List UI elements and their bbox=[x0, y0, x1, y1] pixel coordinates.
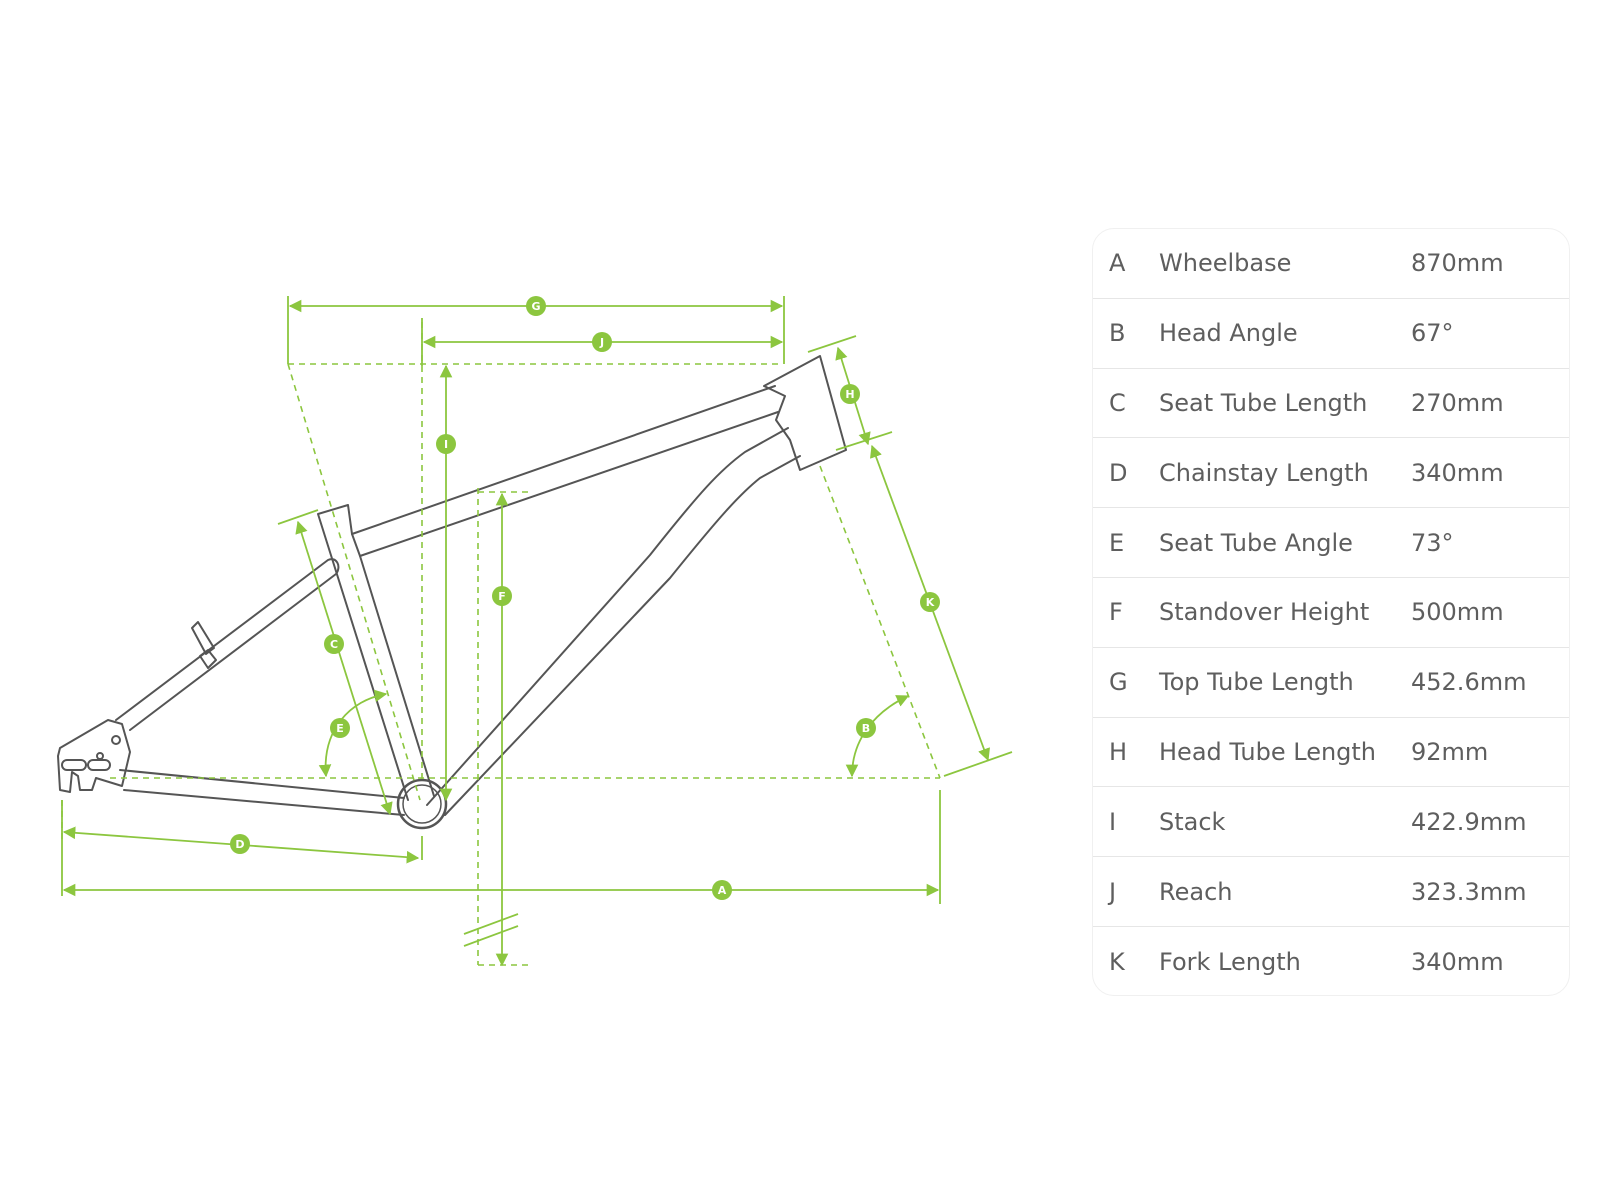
geometry-row-b: B Head Angle 67° bbox=[1093, 299, 1569, 369]
row-value: 73° bbox=[1411, 528, 1454, 557]
marker-c: C bbox=[324, 634, 344, 654]
geometry-row-e: E Seat Tube Angle 73° bbox=[1093, 508, 1569, 578]
row-letter: H bbox=[1109, 737, 1128, 766]
geometry-row-a: A Wheelbase 870mm bbox=[1093, 229, 1569, 299]
row-value: 452.6mm bbox=[1411, 668, 1527, 697]
row-label: Seat Tube Length bbox=[1159, 388, 1368, 417]
svg-text:H: H bbox=[845, 388, 854, 401]
row-value: 500mm bbox=[1411, 598, 1504, 627]
marker-k: K bbox=[920, 592, 940, 612]
marker-e: E bbox=[330, 718, 350, 738]
marker-f: F bbox=[492, 586, 512, 606]
row-letter: K bbox=[1109, 947, 1125, 976]
dimension-lines bbox=[61, 296, 1013, 967]
row-label: Head Tube Length bbox=[1159, 737, 1377, 766]
marker-d: D bbox=[230, 834, 250, 854]
svg-text:F: F bbox=[498, 590, 506, 603]
chain-stay bbox=[119, 769, 405, 816]
svg-text:G: G bbox=[531, 300, 540, 313]
svg-text:B: B bbox=[862, 722, 870, 735]
row-letter: F bbox=[1109, 598, 1123, 627]
rear-dropout bbox=[57, 719, 131, 793]
row-letter: A bbox=[1109, 249, 1126, 278]
row-letter: J bbox=[1109, 877, 1117, 906]
row-letter: E bbox=[1109, 528, 1125, 557]
head-tube bbox=[763, 355, 847, 471]
marker-g: G bbox=[526, 296, 546, 316]
guide-lines bbox=[61, 322, 941, 966]
svg-text:E: E bbox=[336, 722, 344, 735]
row-value: 323.3mm bbox=[1411, 877, 1527, 906]
bike-frame bbox=[57, 355, 847, 830]
marker-a: A bbox=[712, 880, 732, 900]
geometry-table: A Wheelbase 870mm B Head Angle 67° C Sea… bbox=[1092, 228, 1570, 996]
row-letter: G bbox=[1109, 668, 1128, 697]
marker-h: H bbox=[840, 384, 860, 404]
row-label: Head Angle bbox=[1159, 319, 1298, 348]
geometry-row-c: C Seat Tube Length 270mm bbox=[1093, 369, 1569, 439]
bike-frame-geometry-diagram: G J I F C E D A H K B bbox=[57, 296, 1013, 967]
row-letter: I bbox=[1109, 807, 1117, 836]
row-label: Chainstay Length bbox=[1159, 458, 1369, 487]
row-label: Standover Height bbox=[1159, 598, 1370, 627]
marker-b: B bbox=[856, 718, 876, 738]
svg-text:A: A bbox=[718, 884, 727, 897]
row-label: Wheelbase bbox=[1159, 249, 1292, 278]
geometry-row-k: K Fork Length 340mm bbox=[1093, 927, 1569, 995]
marker-j: J bbox=[592, 332, 612, 352]
row-value: 67° bbox=[1411, 319, 1454, 348]
svg-text:K: K bbox=[926, 596, 935, 609]
geometry-row-f: F Standover Height 500mm bbox=[1093, 578, 1569, 648]
svg-text:D: D bbox=[235, 838, 244, 851]
seat-stay bbox=[115, 558, 340, 731]
row-label: Stack bbox=[1159, 807, 1226, 836]
row-label: Top Tube Length bbox=[1159, 668, 1354, 697]
geometry-row-i: I Stack 422.9mm bbox=[1093, 787, 1569, 858]
marker-i: I bbox=[436, 434, 456, 454]
row-value: 270mm bbox=[1411, 388, 1504, 417]
row-letter: D bbox=[1109, 458, 1128, 487]
geometry-row-j: J Reach 323.3mm bbox=[1093, 857, 1569, 927]
bottom-bracket bbox=[396, 778, 448, 830]
geometry-row-h: H Head Tube Length 92mm bbox=[1093, 718, 1569, 788]
row-value: 92mm bbox=[1411, 737, 1489, 766]
row-value: 870mm bbox=[1411, 249, 1504, 278]
row-letter: C bbox=[1109, 388, 1126, 417]
svg-text:I: I bbox=[444, 438, 448, 451]
top-tube bbox=[351, 385, 779, 557]
dimension-markers: G J I F C E D A H K B bbox=[230, 296, 940, 900]
row-label: Fork Length bbox=[1159, 947, 1301, 976]
row-label: Seat Tube Angle bbox=[1159, 528, 1353, 557]
down-tube bbox=[426, 427, 801, 816]
svg-text:C: C bbox=[330, 638, 338, 651]
geometry-row-g: G Top Tube Length 452.6mm bbox=[1093, 648, 1569, 718]
row-label: Reach bbox=[1159, 877, 1233, 906]
brake-boss bbox=[191, 621, 217, 669]
svg-text:J: J bbox=[599, 336, 604, 349]
row-letter: B bbox=[1109, 319, 1126, 348]
row-value: 340mm bbox=[1411, 458, 1504, 487]
row-value: 422.9mm bbox=[1411, 807, 1527, 836]
dim-line-c bbox=[295, 520, 393, 816]
row-value: 340mm bbox=[1411, 947, 1504, 976]
geometry-row-d: D Chainstay Length 340mm bbox=[1093, 438, 1569, 509]
